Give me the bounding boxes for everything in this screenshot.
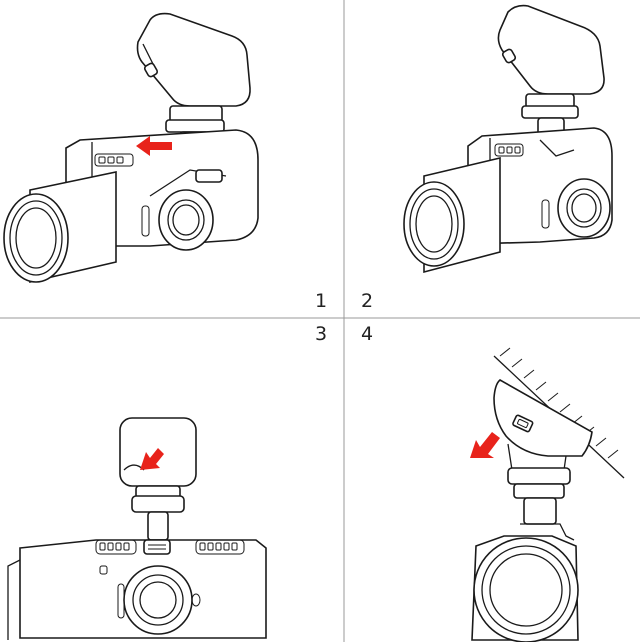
red-arrow-icon [136, 136, 172, 156]
panel-step-3 [7, 417, 267, 640]
step-number-1: 1 [315, 290, 328, 312]
panel-step-4 [470, 347, 625, 642]
step-number-3: 3 [315, 323, 328, 345]
step-number-2: 2 [361, 290, 374, 312]
red-arrow-icon [470, 432, 500, 458]
step-number-4: 4 [361, 323, 374, 345]
red-arrow-icon [140, 448, 164, 470]
panel-step-2 [403, 4, 613, 274]
panel-step-1 [3, 12, 259, 284]
